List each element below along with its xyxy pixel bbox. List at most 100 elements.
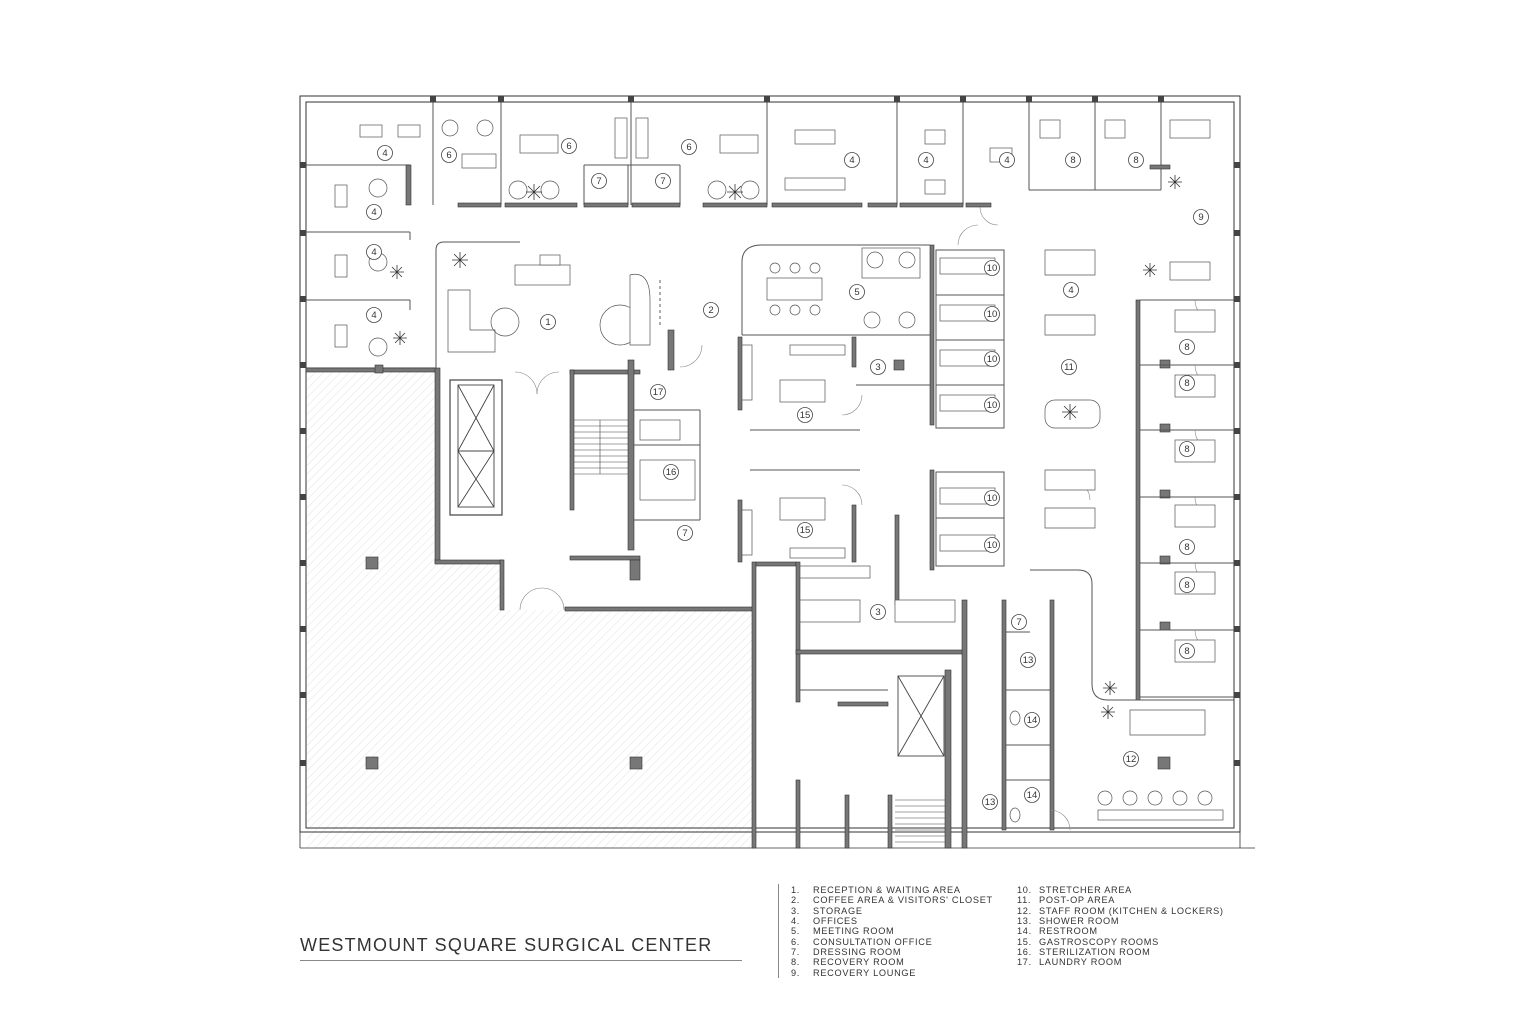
room-number-text: 6 [566,141,571,152]
room-number-marker: 10 [984,351,1000,367]
plan-title: WESTMOUNT SQUARE SURGICAL CENTER [300,935,713,955]
room-number-text: 8 [1133,155,1138,166]
room-number-marker: 2 [703,302,719,318]
room-number-text: 4 [382,148,387,159]
room-number-circle [681,139,697,155]
room-number-text: 6 [446,150,451,161]
legend-number: 16. [1017,947,1032,958]
legend-label: STORAGE [813,905,863,916]
room-number-marker: 10 [984,537,1000,553]
room-number-marker: 14 [1024,712,1040,728]
room-number-circle [703,302,719,318]
legend-item: 13. SHOWER ROOM [1017,916,1224,926]
room-number-text: 10 [987,540,998,551]
legend-item: 3.STORAGE [791,906,993,916]
room-number-text: 17 [653,387,664,398]
room-number-marker: 7 [677,525,693,541]
room-number-text: 4 [371,247,376,258]
room-number-circle [984,397,1000,413]
room-number-text: 4 [923,155,928,166]
room-number-marker: 8 [1179,375,1195,391]
legend-item: 1.RECEPTION & WAITING AREA [791,885,993,895]
room-number-marker: 8 [1179,441,1195,457]
room-number-circle [366,244,382,260]
room-number-text: 7 [1016,617,1021,628]
room-number-text: 14 [1027,790,1038,801]
room-number-marker: 4 [918,152,934,168]
room-number-text: 11 [1064,362,1074,373]
room-number-circle [1123,751,1139,767]
legend-label: SHOWER ROOM [1039,916,1120,927]
columns [365,359,1171,770]
legend-number: 13. [1017,916,1032,927]
room-number-circle [591,173,607,189]
room-number-text: 16 [666,467,677,478]
room-number-circle [870,604,886,620]
room-number-marker: 8 [1179,577,1195,593]
hatched-area [307,372,755,848]
room-number-text: 8 [1184,542,1189,553]
legend-item: 5.MEETING ROOM [791,926,993,936]
room-number-text: 8 [1184,580,1189,591]
legend-item: 17.LAUNDRY ROOM [1017,957,1224,967]
room-number-text: 3 [875,362,880,373]
room-number-text: 15 [800,525,811,536]
room-number-circle [1020,652,1036,668]
room-number-circle [797,522,813,538]
legend-item: 8.RECOVERY ROOM [791,957,993,967]
room-number-marker: 3 [870,604,886,620]
room-number-marker: 4 [366,244,382,260]
room-number-marker: 4 [1063,282,1079,298]
legend-item: 14.RESTROOM [1017,926,1224,936]
room-number-marker: 10 [984,260,1000,276]
legend-number: 6. [791,936,801,947]
legend-label: RECEPTION & WAITING AREA [813,885,961,895]
elevators-stairs [449,379,945,843]
legend-item: 16.STERILIZATION ROOM [1017,947,1224,957]
room-number-circle [849,284,865,300]
legend-label: RECOVERY ROOM [813,957,905,968]
room-number-marker: 7 [1011,614,1027,630]
mullions [300,96,1240,766]
room-number-circle [655,173,671,189]
room-number-circle [844,152,860,168]
room-number-circle [1179,441,1195,457]
room-number-text: 12 [1126,754,1137,765]
room-number-circle [1011,614,1027,630]
room-number-circle [1193,209,1209,225]
furniture [334,117,1224,823]
room-number-text: 10 [987,263,998,274]
legend-item: 10.STRETCHER AREA [1017,885,1224,895]
room-number-text: 4 [849,155,854,166]
room-number-circle [663,464,679,480]
room-number-text: 7 [660,176,665,187]
room-number-marker: 4 [366,307,382,323]
legend-item: 6.CONSULTATION OFFICE [791,937,993,947]
room-number-marker: 5 [849,284,865,300]
room-number-text: 10 [987,354,998,365]
room-number-marker: 11 [1061,359,1077,375]
legend-label: DRESSING ROOM [813,947,902,958]
room-number-marker: 12 [1123,751,1139,767]
legend-label: POST-OP AREA [1039,895,1116,906]
legend-item: 9.RECOVERY LOUNGE [791,968,993,978]
room-number-circle [441,147,457,163]
legend-label: MEETING ROOM [813,926,895,937]
room-number-text: 4 [1004,155,1009,166]
room-number-circle [1024,712,1040,728]
room-number-marker: 4 [844,152,860,168]
room-number-text: 4 [371,310,376,321]
room-number-circle [650,384,666,400]
legend-item: 11.POST-OP AREA [1017,895,1224,905]
room-number-marker: 6 [561,138,577,154]
room-number-circle [984,351,1000,367]
room-number-marker: 10 [984,397,1000,413]
room-number-circle [561,138,577,154]
room-number-marker: 17 [650,384,666,400]
legend-number: 17. [1017,957,1032,968]
room-number-marker: 8 [1065,152,1081,168]
legend-label: OFFICES [813,916,858,927]
room-number-text: 13 [985,797,996,808]
